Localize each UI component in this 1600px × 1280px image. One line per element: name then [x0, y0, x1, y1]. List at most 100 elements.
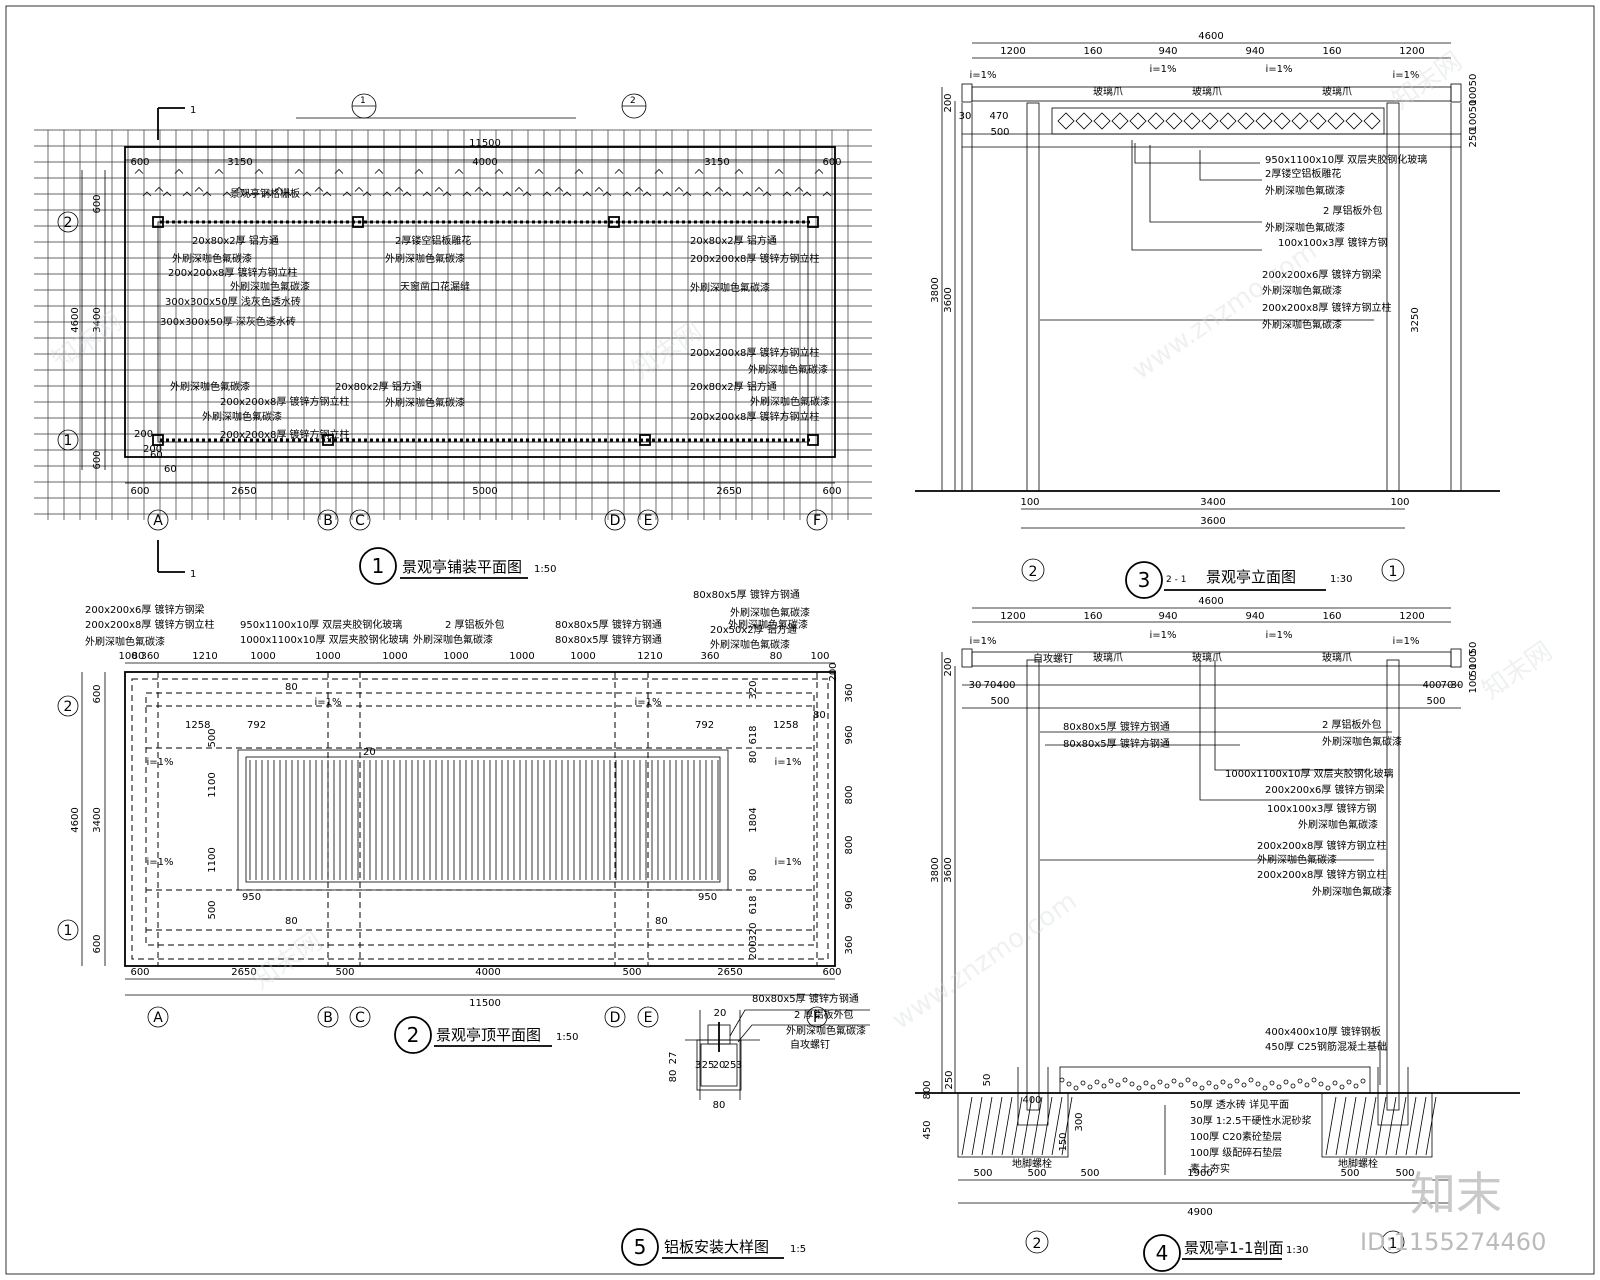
dim: 500 — [335, 967, 354, 978]
dim: 500 — [1426, 696, 1445, 707]
dim: 25 — [702, 1060, 715, 1071]
material-label: 200x200x8厚 镀锌方钢立柱 — [220, 428, 350, 441]
dim: 20 — [713, 1060, 726, 1071]
hatch-mark — [314, 186, 324, 192]
axis-label: 2 — [64, 699, 73, 715]
dim: 1100 — [207, 772, 218, 797]
gravel-dot — [1066, 1081, 1072, 1087]
title-prefix: 2 - 1 — [1166, 575, 1186, 585]
material-label: 景观亭钢格栅板 — [230, 187, 300, 200]
hatch-line — [991, 1096, 1003, 1156]
hatch-mark — [142, 191, 152, 197]
roof-label: 玻璃爪 — [1093, 85, 1123, 98]
material-label: 外刷深咖色氟碳漆 — [170, 380, 250, 393]
hatch-mark — [562, 191, 572, 197]
hatch-mark — [542, 191, 552, 197]
watermark-id: ID:1155274460 — [1360, 1228, 1546, 1256]
gravel-dot — [1262, 1085, 1268, 1091]
dim: 3150 — [227, 157, 252, 168]
dim: 500 — [622, 967, 641, 978]
axis-label: 2 — [1033, 1236, 1042, 1252]
axis-circle — [1021, 558, 1045, 582]
dim: 400 — [1022, 1095, 1041, 1106]
hatch-mark — [614, 168, 624, 174]
pattern-diamond — [1183, 112, 1201, 130]
column — [352, 216, 364, 228]
footing-label: 地脚螺栓 — [1338, 1157, 1378, 1170]
axis-label: F — [813, 513, 821, 529]
axis-circle — [57, 695, 79, 717]
axis-label: D — [610, 1010, 621, 1026]
dim: 400 — [1422, 680, 1441, 691]
gravel-dot — [1185, 1077, 1191, 1083]
slope-label: i=1% — [1392, 636, 1419, 647]
roof-label: 自攻螺钉 — [1033, 652, 1073, 665]
slope-label: i=1% — [774, 757, 801, 768]
hatch-mark — [714, 186, 724, 192]
slope-label: i=1% — [146, 857, 173, 868]
pavilion-outline — [124, 146, 836, 458]
foundation-label: 400x400x10厚 镀锌钢板 — [1265, 1025, 1381, 1038]
material-label: 950x1100x10厚 双层夹胶钢化玻璃 — [1265, 153, 1427, 166]
slopes: i=1%i=1%i=1%i=1% — [969, 630, 1419, 647]
axis-circle — [57, 429, 79, 451]
gravel-dot — [1206, 1080, 1212, 1086]
dim: 100 — [810, 651, 829, 662]
title-number-circle — [1125, 561, 1163, 599]
pattern-diamond — [1273, 112, 1291, 130]
dim: 1000 — [509, 651, 534, 662]
material-label: 200x200x8厚 镀锌方钢立柱 — [220, 395, 350, 408]
gravel-dot — [1115, 1082, 1121, 1088]
roof-label: 玻璃爪 — [1322, 85, 1352, 98]
hatch-line — [1425, 1096, 1437, 1156]
material-label: 天窗凿口花漏缝 — [400, 280, 470, 293]
material-label: 100x100x3厚 镀锌方钢 — [1278, 236, 1388, 249]
foundation-label: 素土夯实 — [1190, 1162, 1230, 1175]
material-label: 80x80x5厚 镀锌方钢通 — [555, 633, 662, 646]
material-label: 外刷深咖色氟碳漆 — [1322, 735, 1402, 748]
dim: 600 — [92, 684, 103, 703]
grating-hatch — [134, 168, 832, 197]
dim: 2650 — [231, 967, 256, 978]
material-label: 80x80x5厚 镀锌方钢通 — [555, 618, 662, 631]
material-label: 外刷深咖色氟碳漆 — [710, 638, 790, 651]
hatch-line — [1355, 1096, 1367, 1156]
dim: 1804 — [748, 807, 759, 832]
dim: 500 — [973, 1168, 992, 1179]
dim: 200 — [943, 657, 954, 676]
leader-line — [1149, 145, 1262, 223]
column-line-rect — [157, 221, 809, 443]
dim: 1258 — [185, 720, 210, 731]
dim: 1000 — [382, 651, 407, 662]
dim: 80 — [748, 751, 759, 764]
hatch-mark — [202, 191, 212, 197]
dim: 100 — [1468, 650, 1479, 669]
roof-label: 玻璃爪 — [1192, 651, 1222, 664]
hatch-mark — [482, 191, 492, 197]
dim: 3600 — [1200, 516, 1225, 527]
title-number-circle — [1143, 1234, 1181, 1272]
leader-line — [1214, 660, 1370, 771]
material-label: 2 厚铝板外包 — [1323, 204, 1383, 217]
dim: 2650 — [231, 486, 256, 497]
title-number: 3 — [1138, 568, 1151, 592]
material-label: 外刷深咖色氟碳漆 — [1312, 885, 1392, 898]
dim: 250 — [1468, 128, 1479, 147]
hatch-mark — [294, 168, 304, 174]
hatch-line — [971, 1096, 983, 1156]
column — [1386, 659, 1400, 1111]
dim: 100 — [1468, 86, 1479, 105]
hatch-mark — [662, 191, 672, 197]
material-label: 外刷深咖色氟碳漆 — [748, 363, 828, 376]
detail-label: 外刷深咖色氟碳漆 — [786, 1024, 866, 1037]
dim: 3150 — [704, 157, 729, 168]
dim: 80 — [770, 651, 783, 662]
axis-circle — [147, 1006, 169, 1028]
axis-label: C — [355, 513, 365, 529]
